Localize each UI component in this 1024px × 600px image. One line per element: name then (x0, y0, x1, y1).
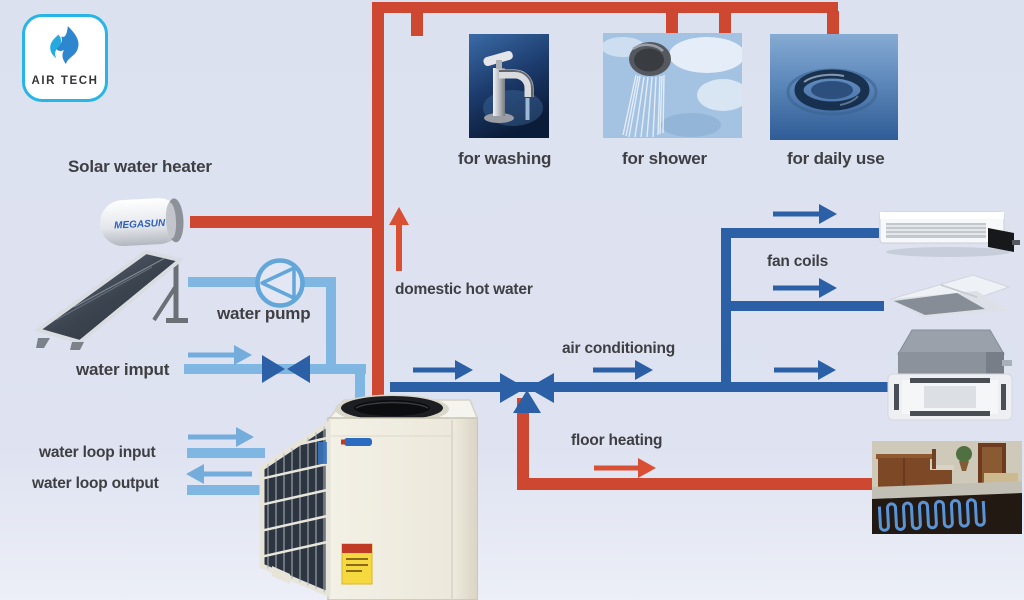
ceiling-fan-coil-photo (889, 274, 1011, 318)
water-imput-label: water imput (76, 360, 170, 379)
for-shower-label: for shower (622, 149, 707, 168)
fan-coils-label: fan coils (767, 253, 829, 270)
solar-water-heater-photo: MEGASUN (33, 198, 188, 350)
hot-pipe-main-riser (372, 2, 384, 402)
flame-icon (50, 26, 79, 65)
heat-pump-photo (259, 394, 478, 600)
hot-pipe-top-manifold (372, 2, 838, 13)
ac-pipe-main (390, 382, 890, 392)
fan-coil-arrow-mid-icon (771, 277, 837, 299)
hot-pipe-floor-horizontal (517, 478, 879, 490)
for-washing-label: for washing (458, 149, 552, 168)
tank-brand-text: MEGASUN (114, 218, 166, 232)
cassette-fan-coil-photo (887, 329, 1013, 421)
domestic-hot-water-label: domestic hot water (395, 281, 533, 298)
water-pump-icon (255, 258, 305, 308)
ac-pipe-branch-top (721, 228, 879, 238)
three-way-valve-icon (500, 373, 554, 413)
water-loop-out-pipe (187, 485, 265, 495)
hot-pipe-stub-daily-use (827, 11, 839, 36)
solar-pump-pipe-v (326, 277, 336, 373)
ac-arrow-3-icon (772, 359, 836, 381)
for-daily-use-label: for daily use (787, 149, 885, 168)
ac-arrow-1-icon (411, 359, 473, 381)
floor-heating-room-photo (872, 441, 1022, 534)
domestic-hot-water-arrow-icon (388, 207, 410, 273)
logo-brand-text: AIR TECH (31, 75, 99, 87)
ac-pipe-branch-mid (721, 301, 884, 311)
hot-pipe-solar-feed (190, 216, 374, 228)
ducted-fan-coil-photo (879, 211, 1020, 257)
hot-pipe-stub-shower-b (719, 11, 731, 35)
shower-photo (603, 33, 742, 138)
water-loop-in-arrow-icon (186, 426, 254, 447)
ac-arrow-2-icon (591, 359, 653, 381)
air-conditioning-label: air conditioning (562, 340, 676, 357)
solar-water-heater-label: Solar water heater (68, 157, 212, 176)
water-ripple-photo (770, 34, 898, 140)
water-loop-out-arrow-icon (186, 463, 254, 484)
fan-coil-arrow-top-icon (771, 203, 837, 225)
valve-icon (262, 355, 310, 383)
hot-pipe-stub-shower-a (666, 11, 678, 35)
faucet-photo (469, 34, 549, 138)
water-pump-label: water pump (217, 304, 311, 323)
floor-heating-arrow-icon (592, 457, 656, 479)
water-loop-output-label: water loop output (32, 475, 159, 492)
water-loop-input-label: water loop input (39, 444, 156, 461)
water-input-arrow-icon (186, 344, 252, 366)
unit-feed-pipe-v (355, 364, 365, 404)
hot-pipe-stub-washing (411, 11, 423, 36)
floor-heating-label: floor heating (571, 432, 663, 449)
hot-pipe-floor-vertical (517, 398, 529, 490)
air-tech-logo: AIR TECH (22, 14, 108, 102)
water-loop-in-pipe (187, 448, 265, 458)
